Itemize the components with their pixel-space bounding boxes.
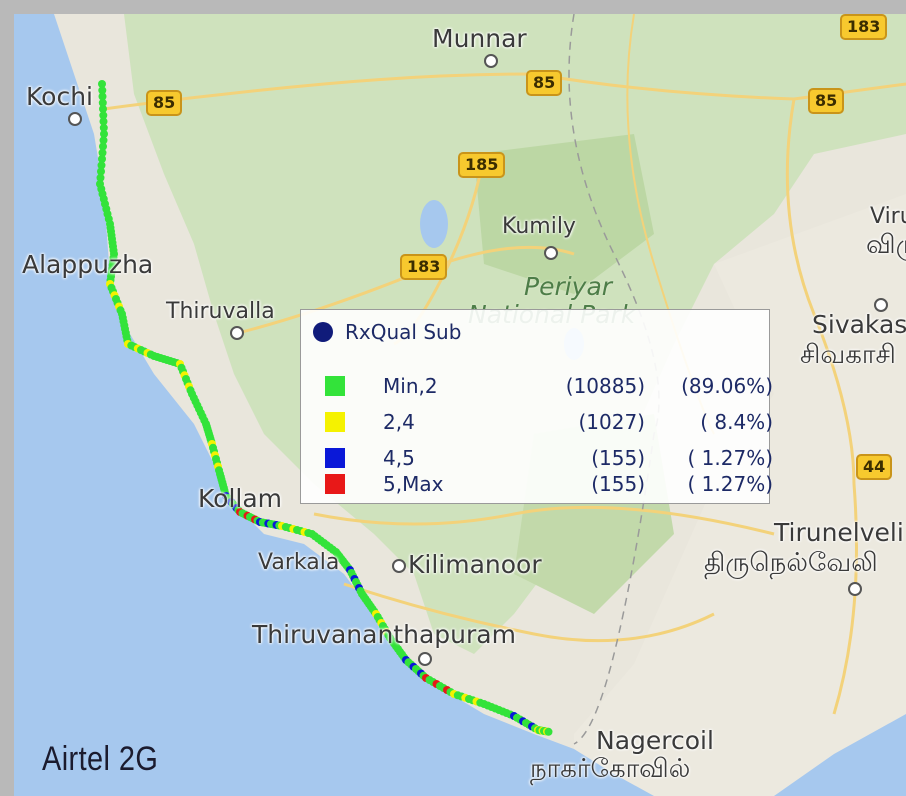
legend-title-text: RxQual Sub (345, 320, 462, 344)
route-sample-point (99, 123, 108, 132)
park-label-line1: Periyar (524, 272, 613, 301)
drive-test-route (96, 80, 553, 736)
legend-title-circle-icon (313, 322, 333, 342)
place-label-sivakasi: Sivakasi (812, 310, 906, 339)
route-sample-point (98, 86, 107, 95)
route-sample-point (99, 142, 107, 151)
route-sample-point (98, 80, 106, 88)
legend-percent: ( 1.27%) (687, 472, 774, 496)
place-marker-munnar (484, 54, 498, 68)
place-label-thiruvananthapuram: Thiruvananthapuram (252, 620, 516, 649)
arabian-sea (14, 14, 654, 796)
legend-count: (1027) (578, 410, 645, 434)
route-sample-point (100, 130, 108, 138)
route-sample-point (97, 161, 106, 170)
place-marker-sivakasi (874, 298, 888, 312)
place-label-kumily: Kumily (502, 214, 576, 239)
road (313, 505, 775, 536)
route-sample-point (97, 167, 105, 176)
place-label-alappuzha: Alappuzha (22, 250, 154, 279)
legend-percent: ( 8.4%) (700, 410, 773, 434)
place-label-tirunelveli: Tirunelveli (774, 518, 904, 547)
legend-percent: ( 1.27%) (687, 446, 774, 470)
place-label-kochi: Kochi (26, 82, 93, 111)
place-marker-kilimanoor (392, 559, 406, 573)
place-marker-kochi (68, 112, 82, 126)
route-sample-point (544, 727, 553, 736)
legend-swatch (325, 376, 345, 396)
highway-shield-85: 85 (146, 90, 183, 116)
place-label-kilimanoor: Kilimanoor (408, 550, 542, 579)
legend-label: Min,2 (383, 374, 438, 398)
highway-shield-183: 183 (840, 14, 888, 40)
legend-count: (10885) (565, 374, 645, 398)
rxqual-legend: RxQual Sub Min,2 (10885) (89.06%) 2,4 (1… (300, 309, 774, 504)
highway-shield-85: 85 (526, 70, 563, 96)
place-marker-thiruvalla (230, 326, 244, 340)
highway-shield-185: 185 (458, 152, 506, 178)
legend-label: 5,Max (383, 472, 444, 496)
route-sample-point (99, 105, 107, 113)
route-sample-point (99, 136, 108, 145)
route-sample-point (98, 98, 107, 107)
place-marker-tirunelveli (848, 582, 862, 596)
route-sample-point (96, 173, 105, 182)
route-sample-point (99, 117, 108, 126)
lake (420, 200, 448, 248)
route-sample-point (98, 148, 107, 157)
place-label-thiruvalla: Thiruvalla (166, 299, 275, 324)
legend-label: 2,4 (383, 410, 415, 434)
road (533, 72, 906, 101)
highway-shield-85: 85 (808, 88, 845, 114)
place-label-nagercoil: Nagercoil (596, 726, 714, 755)
legend-swatch (325, 448, 345, 468)
place-marker-kumily (544, 246, 558, 260)
network-caption: Airtel 2G (42, 740, 159, 778)
route-sample-point (98, 155, 106, 163)
road (785, 98, 858, 715)
place-label-nagercoil-ta: நாகர்கோவில் (530, 754, 691, 784)
place-label-sivakasi-ta: சிவகாசி (800, 340, 896, 370)
road (343, 582, 715, 643)
forest-patch (474, 134, 654, 294)
place-label-tirunelveli-ta: திருநெல்வேலி (704, 548, 878, 578)
map-view[interactable]: Munnar Kochi Kumily Alappuzha Thiruvalla… (14, 14, 906, 796)
place-label-munnar: Munnar (432, 24, 527, 53)
highway-shield-183: 183 (400, 254, 448, 280)
highway-shield-44: 44 (856, 454, 893, 480)
legend-count: (155) (591, 446, 645, 470)
legend-count: (155) (591, 472, 645, 496)
legend-swatch (325, 474, 345, 494)
sea-bottom-right (774, 714, 906, 796)
route-sample-point (99, 111, 108, 120)
place-label-kollam: Kollam (198, 484, 283, 513)
route-sample-point (98, 92, 107, 101)
legend-percent: (89.06%) (681, 374, 773, 398)
place-label-varkala: Varkala (258, 550, 340, 575)
legend-title: RxQual Sub (313, 320, 461, 344)
legend-label: 4,5 (383, 446, 415, 470)
place-marker-thiruvananthapuram (418, 652, 432, 666)
legend-swatch (325, 412, 345, 432)
place-label-virudhunagar: Virudhunagar (870, 204, 906, 229)
place-label-virudhunagar-ta: விருதுநகர் (866, 230, 906, 260)
